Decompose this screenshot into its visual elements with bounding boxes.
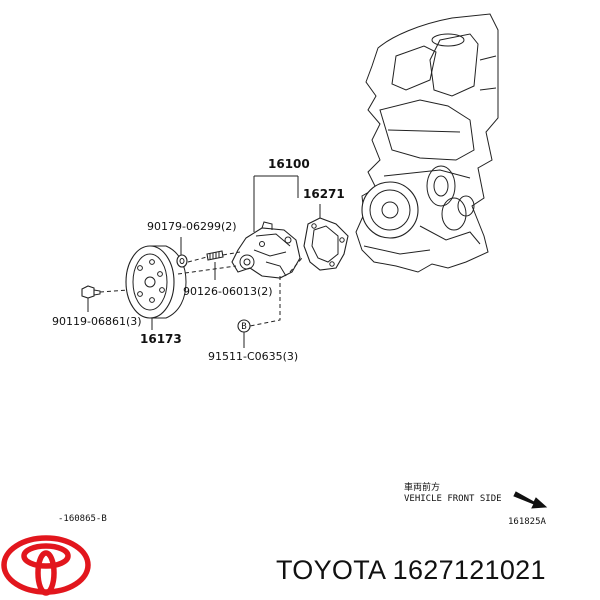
direction-japanese-label: 車両前方 (404, 481, 440, 493)
callout-16100: 16100 (268, 157, 310, 171)
circle-letter-label: B (241, 322, 246, 332)
callout-91511-C0635: 91511-C0635(3) (208, 350, 298, 363)
toyota-logo (1, 535, 91, 596)
direction-english-label: VEHICLE FRONT SIDE (404, 494, 502, 504)
pulley-illustration (125, 245, 187, 319)
pulley-bolt-illustration (81, 285, 101, 299)
reference-code-right: 161825A (508, 517, 547, 527)
bolt-b-marker: B (237, 319, 251, 333)
brand-part-number: TOYOTA 1627121021 (276, 555, 546, 585)
stud-bolt-illustration (206, 250, 224, 261)
stud-nut-illustration (176, 254, 188, 268)
callout-90126-06013: 90126-06013(2) (183, 285, 273, 298)
water-pump-illustration (231, 221, 301, 279)
direction-arrow-icon (513, 491, 548, 509)
gasket-illustration (303, 217, 349, 271)
callout-16271: 16271 (303, 187, 345, 201)
callout-90179-06299: 90179-06299(2) (147, 220, 237, 233)
callout-90119-06861: 90119-06861(3) (52, 315, 142, 328)
reference-code-left: -160865-B (58, 514, 107, 524)
engine-block-illustration (355, 13, 499, 273)
leader-lines (87, 175, 321, 348)
callout-16173: 16173 (140, 332, 182, 346)
